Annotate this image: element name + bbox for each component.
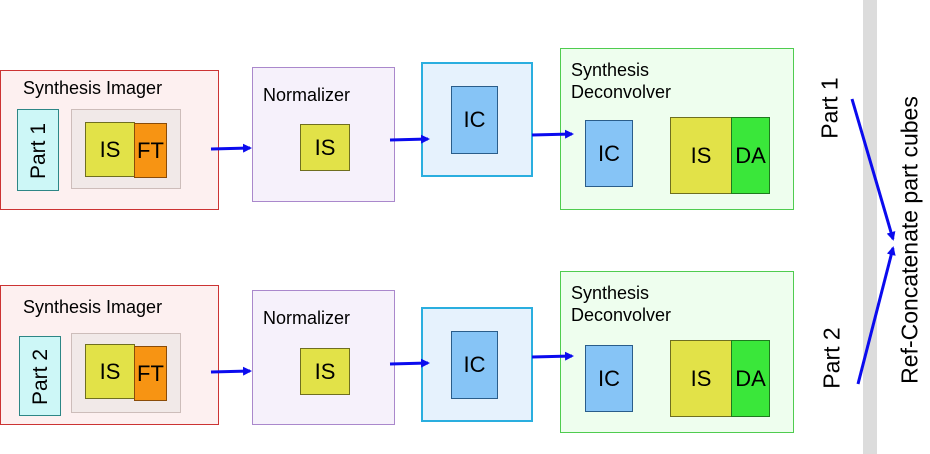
- is-box: IS: [670, 117, 732, 194]
- is-box: IS: [300, 348, 350, 395]
- merge-part2-label: Part 2: [818, 327, 845, 389]
- ft-box: FT: [134, 123, 167, 178]
- synthesis-imager-title: Synthesis Imager: [23, 78, 163, 98]
- ic-box: IC: [451, 86, 498, 154]
- merge-part1-label: Part 1: [816, 77, 843, 139]
- concatenate-label: Ref-Concatenate part cubes: [896, 96, 923, 384]
- arrow-normalizer-to-ic-part1: [389, 134, 430, 144]
- synthesis-deconvolver-title: Synthesis Deconvolver: [571, 60, 672, 102]
- ic-box: IC: [585, 120, 633, 187]
- arrow-part1-to-concatenate: [850, 98, 896, 241]
- image-cube-container-part2: IC: [421, 307, 533, 422]
- da-box: DA: [731, 117, 770, 194]
- da-box: DA: [731, 340, 770, 417]
- part-label-box: Part 2: [19, 336, 61, 416]
- arrow-normalizer-to-ic-part2: [389, 358, 430, 368]
- arrow-imager-to-normalizer-part2: [210, 366, 252, 376]
- ic-box: IC: [451, 331, 498, 399]
- separator-bar: [863, 0, 877, 454]
- synthesis-imager-box-part1: Synthesis Imager Part 1 IS FT: [0, 70, 219, 210]
- arrow-ic-to-deconvolver-part1: [531, 129, 574, 139]
- synthesis-deconvolver-title: Synthesis Deconvolver: [571, 283, 672, 325]
- part-label-box: Part 1: [17, 109, 59, 191]
- normalizer-title: Normalizer: [263, 308, 351, 328]
- arrow-part2-to-concatenate: [856, 246, 896, 385]
- ft-box: FT: [134, 346, 167, 401]
- synthesis-imager-title: Synthesis Imager: [23, 297, 163, 317]
- arrow-ic-to-deconvolver-part2: [531, 351, 574, 361]
- normalizer-box-part1: Normalizer IS: [252, 67, 395, 202]
- is-box: IS: [300, 124, 350, 171]
- normalizer-title: Normalizer: [263, 85, 351, 105]
- arrow-imager-to-normalizer-part1: [210, 143, 252, 153]
- normalizer-box-part2: Normalizer IS: [252, 290, 395, 425]
- synthesis-imager-box-part2: Synthesis Imager Part 2 IS FT: [0, 285, 219, 425]
- ic-box: IC: [585, 345, 633, 412]
- is-box: IS: [670, 340, 732, 417]
- image-cube-container-part1: IC: [421, 62, 533, 177]
- synthesis-deconvolver-box-part2: Synthesis Deconvolver IC IS DA: [560, 271, 794, 433]
- synthesis-deconvolver-box-part1: Synthesis Deconvolver IC IS DA: [560, 48, 794, 210]
